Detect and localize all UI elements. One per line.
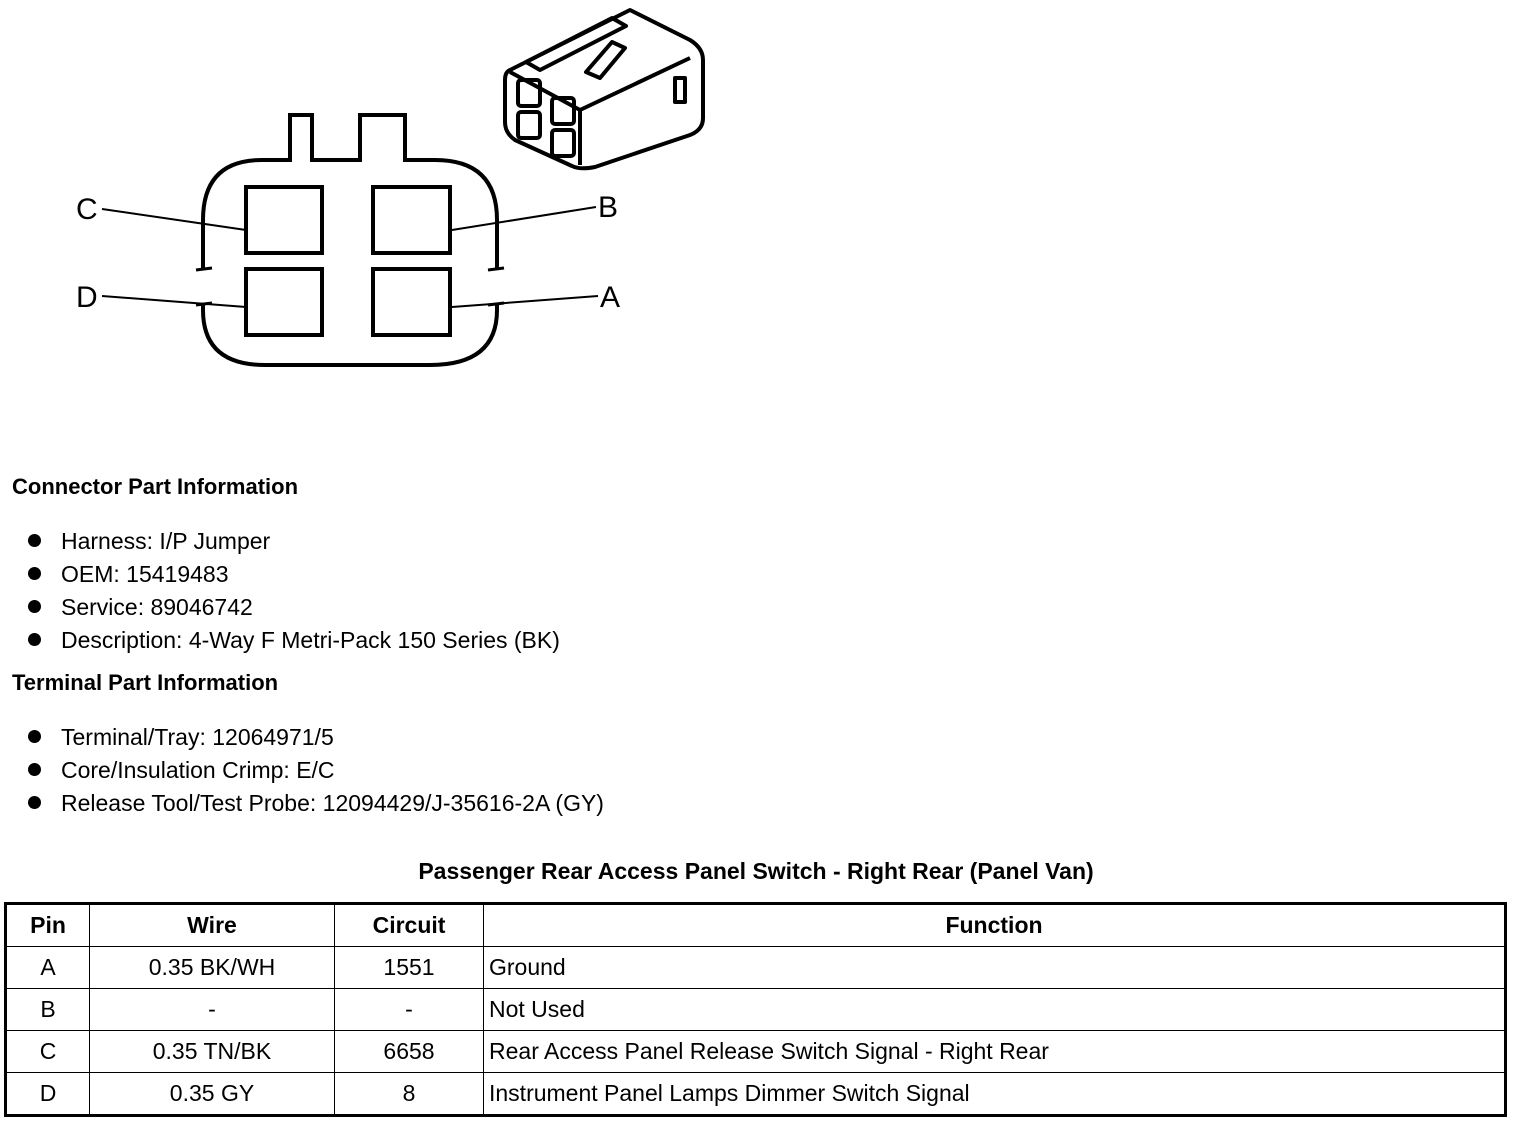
- cavity-d: [244, 267, 324, 337]
- table-row: B - - Not Used: [5, 988, 1506, 1031]
- bullet-icon: [28, 600, 41, 614]
- pin-label-b: B: [598, 191, 618, 224]
- cell-function: Instrument Panel Lamps Dimmer Switch Sig…: [483, 1072, 1506, 1116]
- pinout-table: Pin Wire Circuit Function A 0.35 BK/WH 1…: [4, 902, 1507, 1117]
- connector-part-list: Harness: I/P Jumper OEM: 15419483 Servic…: [28, 525, 560, 657]
- bullet-icon: [28, 567, 41, 581]
- bullet-icon: [28, 796, 41, 810]
- list-item: Release Tool/Test Probe: 12094429/J-3561…: [28, 787, 604, 820]
- list-item: Service: 89046742: [28, 591, 560, 624]
- bullet-icon: [28, 633, 41, 647]
- cell-circuit: -: [334, 988, 484, 1031]
- column-header-pin: Pin: [5, 903, 90, 947]
- cell-wire: 0.35 TN/BK: [89, 1030, 335, 1073]
- column-header-circuit: Circuit: [334, 903, 484, 947]
- list-item: OEM: 15419483: [28, 558, 560, 591]
- connector-diagram: C D B A: [76, 8, 705, 367]
- table-row: C 0.35 TN/BK 6658 Rear Access Panel Rele…: [5, 1030, 1506, 1073]
- cell-function: Ground: [483, 946, 1506, 989]
- cell-pin: B: [5, 988, 90, 1031]
- terminal-part-heading: Terminal Part Information: [12, 670, 279, 695]
- bullet-icon: [28, 763, 41, 777]
- cell-function: Not Used: [483, 988, 1506, 1031]
- cell-function: Rear Access Panel Release Switch Signal …: [483, 1030, 1506, 1073]
- bullet-icon: [28, 534, 41, 548]
- table-header-row: Pin Wire Circuit Function: [5, 903, 1506, 947]
- cell-circuit: 6658: [334, 1030, 484, 1073]
- list-item: Description: 4-Way F Metri-Pack 150 Seri…: [28, 624, 560, 657]
- connector-face: [195, 113, 505, 367]
- pin-label-c: C: [76, 193, 98, 226]
- list-item: Core/Insulation Crimp: E/C: [28, 754, 604, 787]
- cavity-a: [371, 267, 452, 337]
- connector-part-heading: Connector Part Information: [12, 474, 299, 499]
- list-item: Harness: I/P Jumper: [28, 525, 560, 558]
- cell-circuit: 1551: [334, 946, 484, 989]
- cell-wire: -: [89, 988, 335, 1031]
- column-header-wire: Wire: [89, 903, 335, 947]
- cavity-b: [371, 185, 452, 255]
- table-row: D 0.35 GY 8 Instrument Panel Lamps Dimme…: [5, 1072, 1506, 1116]
- cell-wire: 0.35 GY: [89, 1072, 335, 1116]
- column-header-function: Function: [483, 903, 1506, 947]
- cell-wire: 0.35 BK/WH: [89, 946, 335, 989]
- table-title: Passenger Rear Access Panel Switch - Rig…: [418, 858, 1094, 884]
- cavity-c: [244, 185, 324, 255]
- pin-leader-lines: [101, 206, 599, 308]
- bullet-icon: [28, 730, 41, 744]
- cell-circuit: 8: [334, 1072, 484, 1116]
- terminal-part-list: Terminal/Tray: 12064971/5 Core/Insulatio…: [28, 721, 604, 820]
- connector-3d-illustration: [503, 8, 705, 171]
- pin-label-d: D: [76, 281, 98, 314]
- pin-label-a: A: [600, 281, 620, 314]
- cell-pin: D: [5, 1072, 90, 1116]
- cell-pin: A: [5, 946, 90, 989]
- cell-pin: C: [5, 1030, 90, 1073]
- table-row: A 0.35 BK/WH 1551 Ground: [5, 946, 1506, 989]
- list-item: Terminal/Tray: 12064971/5: [28, 721, 604, 754]
